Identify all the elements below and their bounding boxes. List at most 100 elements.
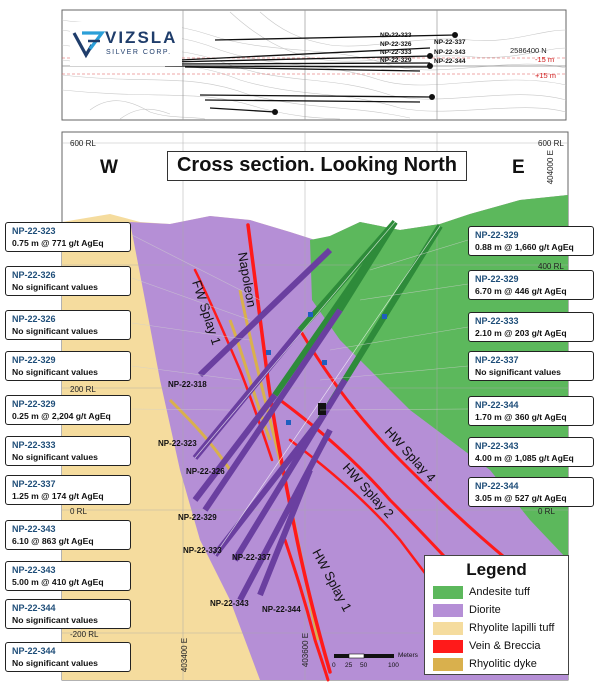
legend-item: Rhyolitic dyke bbox=[425, 655, 568, 673]
callout-hole: NP-22-344 bbox=[12, 603, 56, 613]
callout-hole: NP-22-326 bbox=[12, 314, 56, 324]
callout-value: No significant values bbox=[475, 367, 561, 377]
callout-hole: NP-22-337 bbox=[12, 479, 56, 489]
plan-hole-label: NP-22-337 bbox=[434, 39, 466, 46]
legend-item: Rhyolite lapilli tuff bbox=[425, 619, 568, 637]
callout-value: 0.75 m @ 771 g/t AgEq bbox=[12, 238, 104, 248]
callout-left: NP-22-326 No significant values bbox=[5, 310, 131, 340]
callout-right: NP-22-329 0.88 m @ 1,660 g/t AgEq bbox=[468, 226, 594, 256]
callout-value: No significant values bbox=[12, 452, 98, 462]
plan-hole-label: NP-22-333 bbox=[380, 49, 412, 56]
callout-value: No significant values bbox=[12, 615, 98, 625]
legend-label: Diorite bbox=[469, 604, 501, 616]
rl0-right-label: 0 RL bbox=[538, 507, 555, 516]
plan-hole-label: NP-22-329 bbox=[380, 57, 412, 64]
callout-right: NP-22-333 2.10 m @ 203 g/t AgEq bbox=[468, 312, 594, 342]
scale-tick: 25 bbox=[345, 662, 353, 669]
plan-hole-label: NP-22-326 bbox=[380, 41, 412, 48]
callout-left: NP-22-329 0.25 m @ 2,204 g/t AgEq bbox=[5, 395, 131, 425]
callout-value: 6.10 @ 863 g/t AgEq bbox=[12, 536, 94, 546]
plan-hole-label: NP-22-323 bbox=[380, 32, 412, 39]
rlm200-label: -200 RL bbox=[70, 630, 99, 639]
legend-label: Rhyolitic dyke bbox=[469, 658, 537, 670]
e403600-label: 403600 E bbox=[301, 633, 310, 667]
callout-value: 0.25 m @ 2,204 g/t AgEq bbox=[12, 411, 111, 421]
legend-label: Rhyolite lapilli tuff bbox=[469, 622, 555, 634]
rl200-label: 200 RL bbox=[70, 385, 96, 394]
callout-hole: NP-22-343 bbox=[12, 524, 56, 534]
callout-hole: NP-22-333 bbox=[12, 440, 56, 450]
callout-hole: NP-22-343 bbox=[475, 441, 519, 451]
rl0-left-label: 0 RL bbox=[70, 507, 87, 516]
callout-value: 5.00 m @ 410 g/t AgEq bbox=[12, 577, 104, 587]
legend-swatch bbox=[433, 639, 463, 653]
east-label: E bbox=[512, 157, 525, 178]
logo-name: VIZSLA bbox=[105, 28, 178, 47]
plus-offset-label: +15 m bbox=[535, 71, 556, 80]
legend-item: Diorite bbox=[425, 601, 568, 619]
rl400-label: 400 RL bbox=[538, 262, 564, 271]
west-label: W bbox=[100, 157, 118, 178]
hole-label: NP-22-323 bbox=[158, 439, 197, 448]
callout-left: NP-22-344 No significant values bbox=[5, 642, 131, 672]
leader-lines bbox=[131, 234, 469, 411]
plan-hole-label: NP-22-344 bbox=[434, 58, 466, 65]
company-logo: VIZSLA SILVER CORP. bbox=[70, 22, 182, 66]
callout-hole: NP-22-323 bbox=[12, 226, 56, 236]
legend-swatch bbox=[433, 585, 463, 599]
callout-hole: NP-22-329 bbox=[475, 230, 519, 240]
section-title: Cross section. Looking North bbox=[167, 151, 467, 181]
e403400-label: 403400 E bbox=[180, 638, 189, 672]
callout-left: NP-22-343 5.00 m @ 410 g/t AgEq bbox=[5, 561, 131, 591]
plan-hole-label: NP-22-343 bbox=[434, 49, 466, 56]
hole-label: NP-22-333 bbox=[183, 546, 222, 555]
callout-hole: NP-22-329 bbox=[12, 355, 56, 365]
vizsla-logo-icon bbox=[72, 31, 106, 59]
callout-hole: NP-22-326 bbox=[12, 270, 56, 280]
legend: Legend Andesite tuff Diorite Rhyolite la… bbox=[424, 555, 569, 675]
callout-value: 6.70 m @ 446 g/t AgEq bbox=[475, 286, 567, 296]
legend-swatch bbox=[433, 603, 463, 617]
legend-title: Legend bbox=[466, 560, 527, 579]
drill-holes bbox=[192, 220, 443, 602]
callout-value: 2.10 m @ 203 g/t AgEq bbox=[475, 328, 567, 338]
callout-left: NP-22-333 No significant values bbox=[5, 436, 131, 466]
scale-tick: 0 bbox=[332, 662, 336, 669]
callout-value: 1.70 m @ 360 g/t AgEq bbox=[475, 412, 567, 422]
legend-label: Vein & Breccia bbox=[469, 640, 541, 652]
callout-value: 4.00 m @ 1,085 g/t AgEq bbox=[475, 453, 574, 463]
callout-hole: NP-22-329 bbox=[475, 274, 519, 284]
callout-left: NP-22-323 0.75 m @ 771 g/t AgEq bbox=[5, 222, 131, 252]
legend-item: Andesite tuff bbox=[425, 583, 568, 601]
hole-labels: NP-22-318 NP-22-323 NP-22-326 NP-22-329 … bbox=[158, 380, 301, 614]
callout-value: 0.88 m @ 1,660 g/t AgEq bbox=[475, 242, 574, 252]
rl600-left-label: 600 RL bbox=[70, 139, 96, 148]
callout-hole: NP-22-344 bbox=[12, 646, 56, 656]
hole-label: NP-22-329 bbox=[178, 513, 217, 522]
hole-label: NP-22-344 bbox=[262, 605, 301, 614]
callout-hole: NP-22-333 bbox=[475, 316, 519, 326]
callout-left: NP-22-343 6.10 @ 863 g/t AgEq bbox=[5, 520, 131, 550]
hole-label: NP-22-343 bbox=[210, 599, 249, 608]
callout-hole: NP-22-344 bbox=[475, 400, 519, 410]
callout-right: NP-22-344 1.70 m @ 360 g/t AgEq bbox=[468, 396, 594, 426]
hole-label: NP-22-326 bbox=[186, 467, 225, 476]
callout-hole: NP-22-343 bbox=[12, 565, 56, 575]
legend-label: Andesite tuff bbox=[469, 586, 530, 598]
callout-value: No significant values bbox=[12, 658, 98, 668]
callout-value: No significant values bbox=[12, 367, 98, 377]
minus-offset-label: -15 m bbox=[535, 55, 554, 64]
callout-hole: NP-22-329 bbox=[12, 399, 56, 409]
legend-item: Vein & Breccia bbox=[425, 637, 568, 655]
scale-tick: 100 bbox=[388, 662, 399, 669]
legend-swatch bbox=[433, 657, 463, 671]
scale-unit: Meters bbox=[398, 652, 419, 659]
scale-tick: 50 bbox=[360, 662, 368, 669]
callout-value: 3.05 m @ 527 g/t AgEq bbox=[475, 493, 567, 503]
callout-value: No significant values bbox=[12, 326, 98, 336]
callout-left: NP-22-344 No significant values bbox=[5, 599, 131, 629]
